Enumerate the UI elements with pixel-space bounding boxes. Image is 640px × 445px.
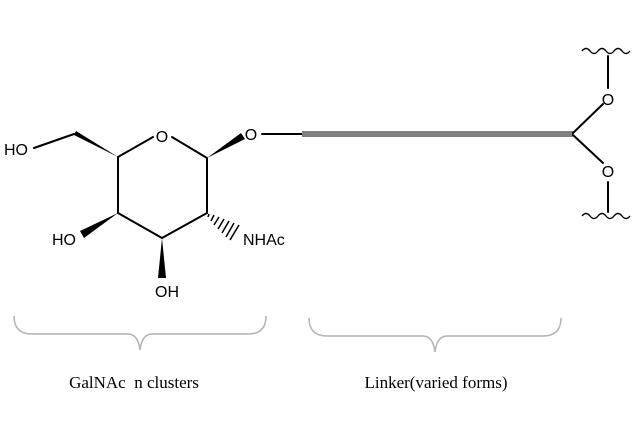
wedge-c4-hydroxyl [80,213,118,238]
hydroxyl-c3-label: OH [155,284,179,301]
wedge-c1-glycosidic-oxygen [207,133,245,158]
ring-oxygen-label: O [156,129,168,146]
bond-c2-c3 [161,212,208,239]
hash-c2-acetamido [207,213,240,241]
hydroxyl-c4-label: HO [52,232,76,249]
linker-oxygen-top-label: O [602,92,614,109]
linker-oxygen-bottom-label: O [602,164,614,181]
linker-bar [302,131,573,137]
hydroxymethyl-label: HO [4,142,28,159]
bond-ch2-oh [33,133,75,149]
galnac-brace [13,315,267,351]
galnac-ring [117,136,208,239]
glycosidic-oxygen-label: O [245,127,257,144]
bond-c5-ring-oxygen [117,136,154,158]
linker-brace [308,317,562,353]
linker-caption: Linker(varied forms) [364,373,507,392]
bond-ring-oxygen-c1 [171,136,208,159]
acetamido-label: NHAc [243,232,285,249]
bond-linker-oxygen-bottom [572,134,604,164]
attachment-squiggle-top [581,47,631,55]
galnac-caption: GalNAc n clusters [69,373,199,392]
bond-c3-c4 [117,212,163,239]
bond-linker-oxygen-top [572,103,604,134]
wedge-c3-hydroxyl [158,238,166,278]
wedge-c5-ch2 [74,131,118,157]
attachment-squiggle-bottom [581,212,631,220]
